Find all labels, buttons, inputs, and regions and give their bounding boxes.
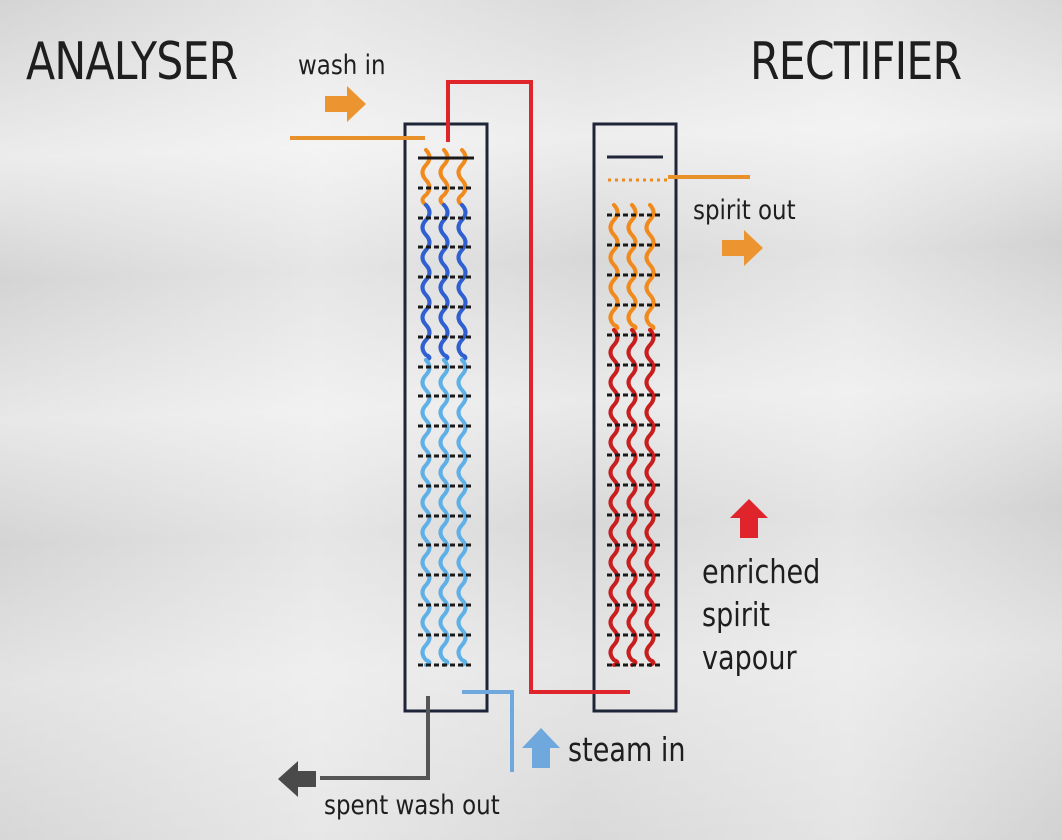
rectifier-column (592, 122, 678, 713)
rectifier-trays (607, 155, 668, 667)
spent-wash-out-label: spent wash out (324, 790, 500, 821)
wash-in-arrow (325, 86, 366, 122)
spirit-wave-red (608, 328, 620, 667)
analyser-liquid-waves (420, 148, 468, 667)
vapour-label: vapour (702, 638, 797, 677)
analyser-title: ANALYSER (26, 32, 238, 92)
spirit-out-arrow (722, 230, 763, 266)
spirit-wave-red (626, 328, 638, 667)
wash-in-label: wash in (298, 50, 386, 81)
wash-wave (420, 148, 432, 207)
liquid-wave-light (456, 358, 468, 667)
liquid-wave-light (420, 358, 432, 667)
spirit-wave-orange (644, 203, 656, 332)
spirit-wave-orange (626, 203, 638, 332)
spent-wash-left-arrow (278, 761, 316, 797)
liquid-wave-light (438, 358, 450, 667)
liquid-wave-dark (456, 203, 468, 362)
liquid-wave-dark (420, 203, 432, 362)
steam-in-pipe (462, 690, 514, 772)
spirit-wave-red (644, 328, 656, 667)
analyser-trays (418, 156, 474, 667)
spirit-out-label: spirit out (693, 195, 796, 226)
rectifier-vapour-waves (608, 203, 656, 667)
spirit-wave-orange (608, 203, 620, 332)
rectifier-title: RECTIFIER (750, 32, 962, 92)
enriched-vapour-up-arrow (730, 499, 768, 538)
enriched-label: enriched (702, 552, 821, 591)
wash-wave (456, 148, 468, 207)
steam-in-up-arrow (522, 728, 560, 768)
steam-in-label: steam in (568, 730, 686, 769)
liquid-wave-dark (438, 203, 450, 362)
vapour-transfer-pipe (446, 80, 630, 694)
spirit-label: spirit (702, 595, 771, 634)
wash-wave (438, 148, 450, 207)
spent-wash-out-pipe (320, 696, 430, 780)
